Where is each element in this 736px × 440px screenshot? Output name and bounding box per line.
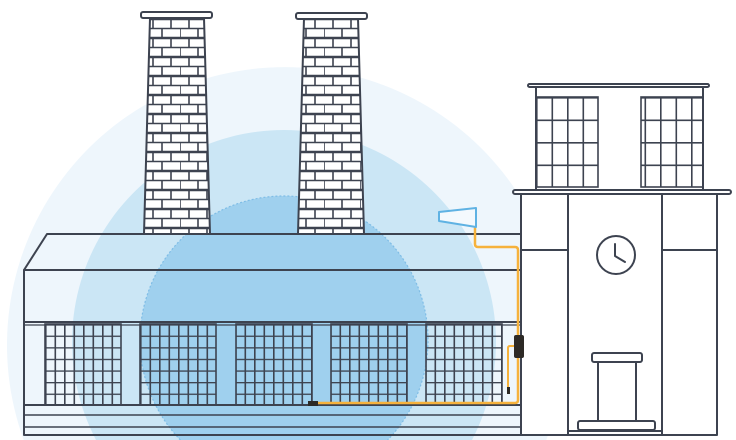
cable-connector (308, 401, 318, 406)
office-window (535, 96, 599, 188)
indoor-cable (507, 345, 515, 390)
factory-window (330, 323, 408, 406)
signal-booster-icon (514, 335, 524, 358)
factory-window (425, 323, 503, 406)
clock-icon (596, 235, 636, 275)
office-window (640, 96, 704, 188)
signal-booster-system (308, 207, 524, 406)
chimney-left (140, 11, 213, 235)
factory-windows (44, 323, 503, 406)
office-building (512, 83, 732, 436)
office-door (567, 352, 663, 432)
coax-cable (312, 226, 520, 405)
factory-window (139, 323, 217, 406)
indoor-antenna-icon (507, 387, 510, 394)
chimney-right (295, 12, 368, 235)
factory-window (44, 323, 122, 406)
outdoor-antenna-icon (438, 207, 477, 228)
factory-window (235, 323, 313, 406)
factory-building (23, 233, 522, 436)
